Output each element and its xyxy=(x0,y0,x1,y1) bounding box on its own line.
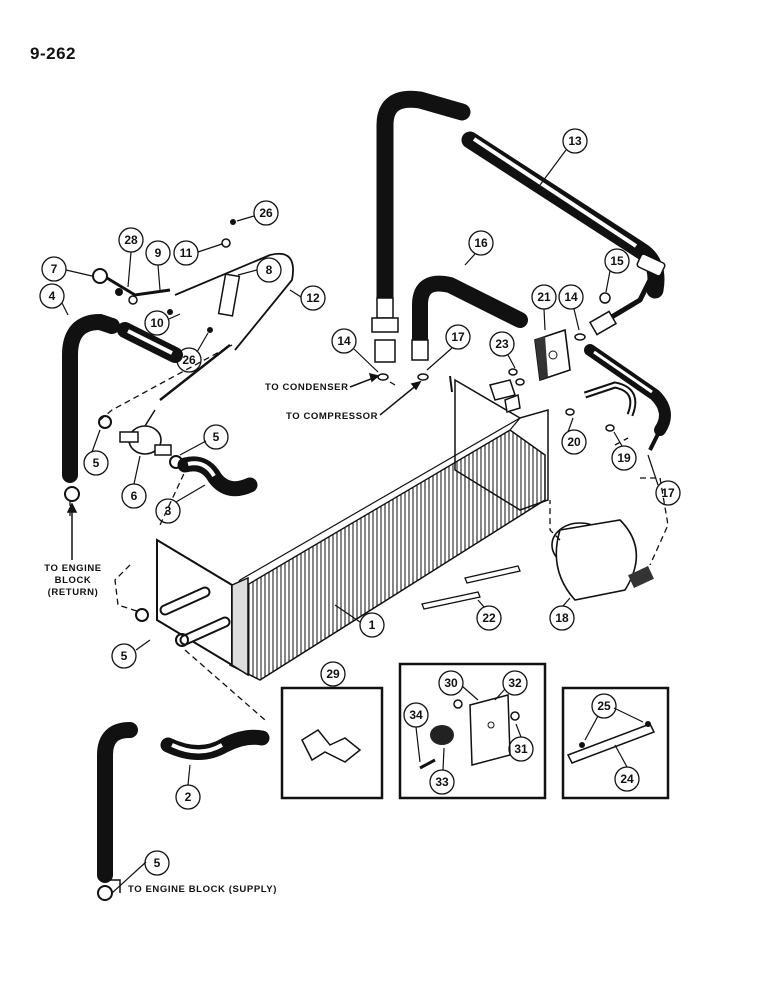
ac-hose-compressor xyxy=(411,275,528,361)
svg-text:12: 12 xyxy=(306,291,320,305)
label-to-engine-block-supply: TO ENGINE BLOCK (SUPPLY) xyxy=(128,884,278,895)
page-number: 9-262 xyxy=(30,44,76,63)
svg-text:19: 19 xyxy=(617,451,631,465)
expansion-valve xyxy=(534,328,571,382)
mounting-straps xyxy=(421,565,521,610)
svg-text:5: 5 xyxy=(213,430,220,444)
svg-text:11: 11 xyxy=(180,246,193,260)
ac-hose-drier xyxy=(583,344,671,451)
svg-text:5: 5 xyxy=(154,856,161,870)
svg-text:7: 7 xyxy=(51,262,58,276)
svg-text:17: 17 xyxy=(451,330,465,344)
svg-text:30: 30 xyxy=(444,676,458,690)
svg-text:22: 22 xyxy=(482,611,496,625)
receiver-drier xyxy=(551,519,654,601)
svg-text:24: 24 xyxy=(620,772,634,786)
svg-text:1: 1 xyxy=(369,618,376,632)
svg-text:16: 16 xyxy=(474,236,488,250)
heater-tubes xyxy=(159,586,231,646)
svg-text:32: 32 xyxy=(508,676,522,690)
svg-text:18: 18 xyxy=(555,611,569,625)
ac-hose-condenser xyxy=(371,90,666,363)
label-to-condenser: TO CONDENSER xyxy=(265,382,349,393)
label-return-line-1: TO ENGINE xyxy=(44,563,102,574)
hardware xyxy=(64,219,615,901)
svg-text:13: 13 xyxy=(568,134,582,148)
svg-text:26: 26 xyxy=(182,353,196,367)
svg-text:31: 31 xyxy=(514,742,528,756)
svg-text:14: 14 xyxy=(337,334,351,348)
svg-text:5: 5 xyxy=(93,456,100,470)
heater-hose-3 xyxy=(177,456,258,497)
heater-hose-supply xyxy=(97,722,270,883)
label-to-engine-block-return: TO ENGINE BLOCK (RETURN) xyxy=(40,563,106,599)
svg-text:9: 9 xyxy=(155,246,162,260)
dashed-leaders xyxy=(69,344,669,721)
svg-text:25: 25 xyxy=(597,699,611,713)
label-return-line-2: BLOCK xyxy=(54,575,92,586)
svg-text:34: 34 xyxy=(409,708,423,722)
svg-text:4: 4 xyxy=(49,289,56,303)
svg-text:23: 23 xyxy=(495,337,509,351)
heater-hose-return xyxy=(62,313,183,483)
svg-text:17: 17 xyxy=(661,486,675,500)
svg-text:14: 14 xyxy=(564,290,578,304)
svg-text:2: 2 xyxy=(185,790,192,804)
label-return-line-3: (RETURN) xyxy=(47,587,99,598)
callout-leaders xyxy=(61,149,659,894)
svg-text:33: 33 xyxy=(435,775,449,789)
svg-text:3: 3 xyxy=(165,504,172,518)
heater-valve xyxy=(119,409,172,456)
svg-text:10: 10 xyxy=(150,316,164,330)
svg-text:21: 21 xyxy=(537,290,551,304)
svg-text:26: 26 xyxy=(259,206,273,220)
label-arrows xyxy=(66,372,422,893)
svg-text:8: 8 xyxy=(266,263,273,277)
inset-29 xyxy=(280,686,384,800)
svg-text:5: 5 xyxy=(121,649,128,663)
inset-30-34 xyxy=(398,662,547,800)
svg-text:28: 28 xyxy=(124,233,138,247)
heater-core xyxy=(156,375,549,681)
label-to-compressor: TO COMPRESSOR xyxy=(286,411,379,422)
control-cable xyxy=(101,252,294,401)
svg-text:20: 20 xyxy=(567,435,581,449)
svg-text:29: 29 xyxy=(326,667,340,681)
svg-text:15: 15 xyxy=(610,254,624,268)
svg-text:6: 6 xyxy=(131,489,138,503)
